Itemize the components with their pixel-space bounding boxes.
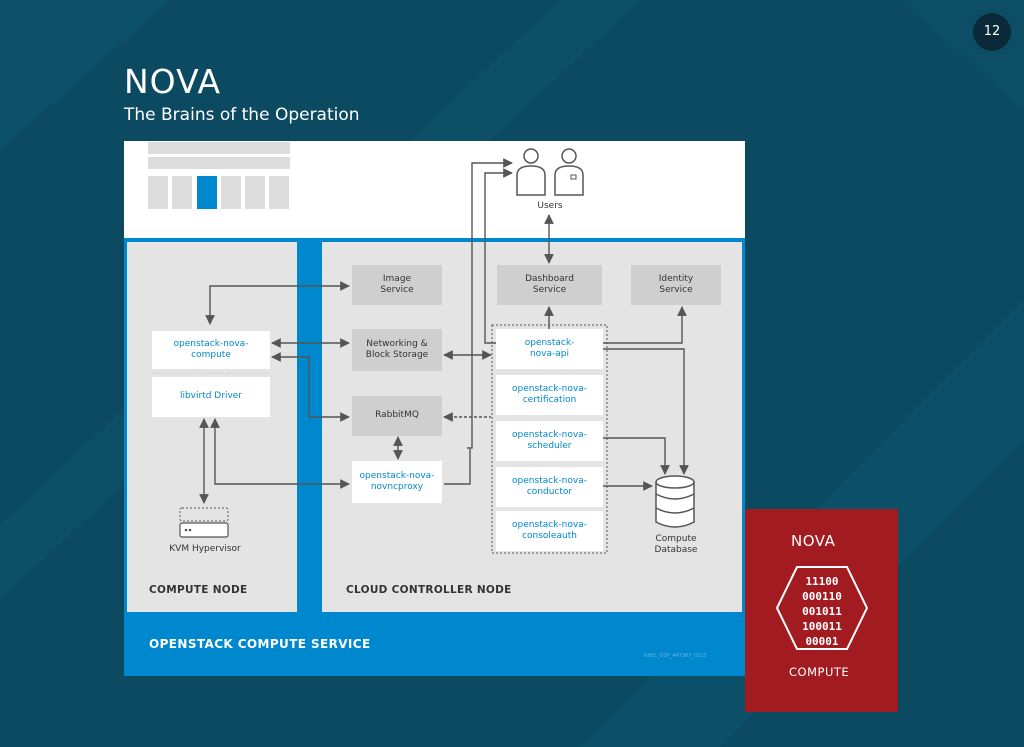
kvm-hypervisor-label: KVM Hypervisor — [169, 544, 241, 554]
nova-compute-card: NOVA 11100 000110 001011 100011 00001 CO… — [745, 509, 898, 712]
dashboard-grid-icon — [148, 142, 290, 209]
binary-row-3: 001011 — [802, 605, 842, 618]
nova-api-box: openstack- nova-api — [496, 329, 603, 369]
networking-block-storage-box: Networking & Block Storage — [352, 329, 442, 371]
nova-hexagon-logo: 11100 000110 001011 100011 00001 — [775, 566, 869, 650]
page-number: 12 — [973, 13, 1011, 51]
users-label: Users — [537, 201, 563, 211]
nova-card-title: NOVA — [791, 532, 836, 550]
nova-conductor-box: openstack-nova- conductor — [496, 467, 603, 507]
server-icon — [179, 507, 229, 538]
cloud-controller-node-label: CLOUD CONTROLLER NODE — [346, 584, 512, 596]
binary-row-1: 11100 — [805, 575, 838, 588]
compute-database-label: Compute Database — [654, 534, 698, 556]
nova-consoleauth-box: openstack-nova- consoleauth — [496, 511, 603, 551]
users-icon — [516, 148, 584, 196]
identity-service-box: Identity Service — [631, 265, 721, 305]
page-subtitle: The Brains of the Operation — [124, 105, 360, 125]
architecture-diagram: Users — [124, 141, 745, 676]
page-title: NOVA — [124, 62, 222, 101]
nova-novncproxy-box: openstack-nova- novncproxy — [352, 461, 442, 503]
binary-row-4: 100011 — [802, 620, 842, 633]
image-service-box: Image Service — [352, 265, 442, 305]
dashboard-service-box: Dashboard Service — [497, 265, 602, 305]
rabbitmq-box: RabbitMQ — [352, 396, 442, 436]
libvirtd-driver-box: libvirtd Driver — [152, 377, 270, 417]
nova-scheduler-box: openstack-nova- scheduler — [496, 421, 603, 461]
binary-row-2: 000110 — [802, 590, 842, 603]
database-icon — [655, 475, 695, 528]
nova-certification-box: openstack-nova- certification — [496, 375, 603, 415]
nova-compute-box: openstack-nova- compute — [152, 331, 270, 369]
diagram-code: RHEL_OSP_447367_0215 — [644, 653, 707, 659]
openstack-compute-service-label: OPENSTACK COMPUTE SERVICE — [149, 637, 371, 651]
binary-row-5: 00001 — [805, 635, 838, 648]
compute-node-label: COMPUTE NODE — [149, 584, 248, 596]
nova-card-subtitle: COMPUTE — [789, 665, 850, 679]
